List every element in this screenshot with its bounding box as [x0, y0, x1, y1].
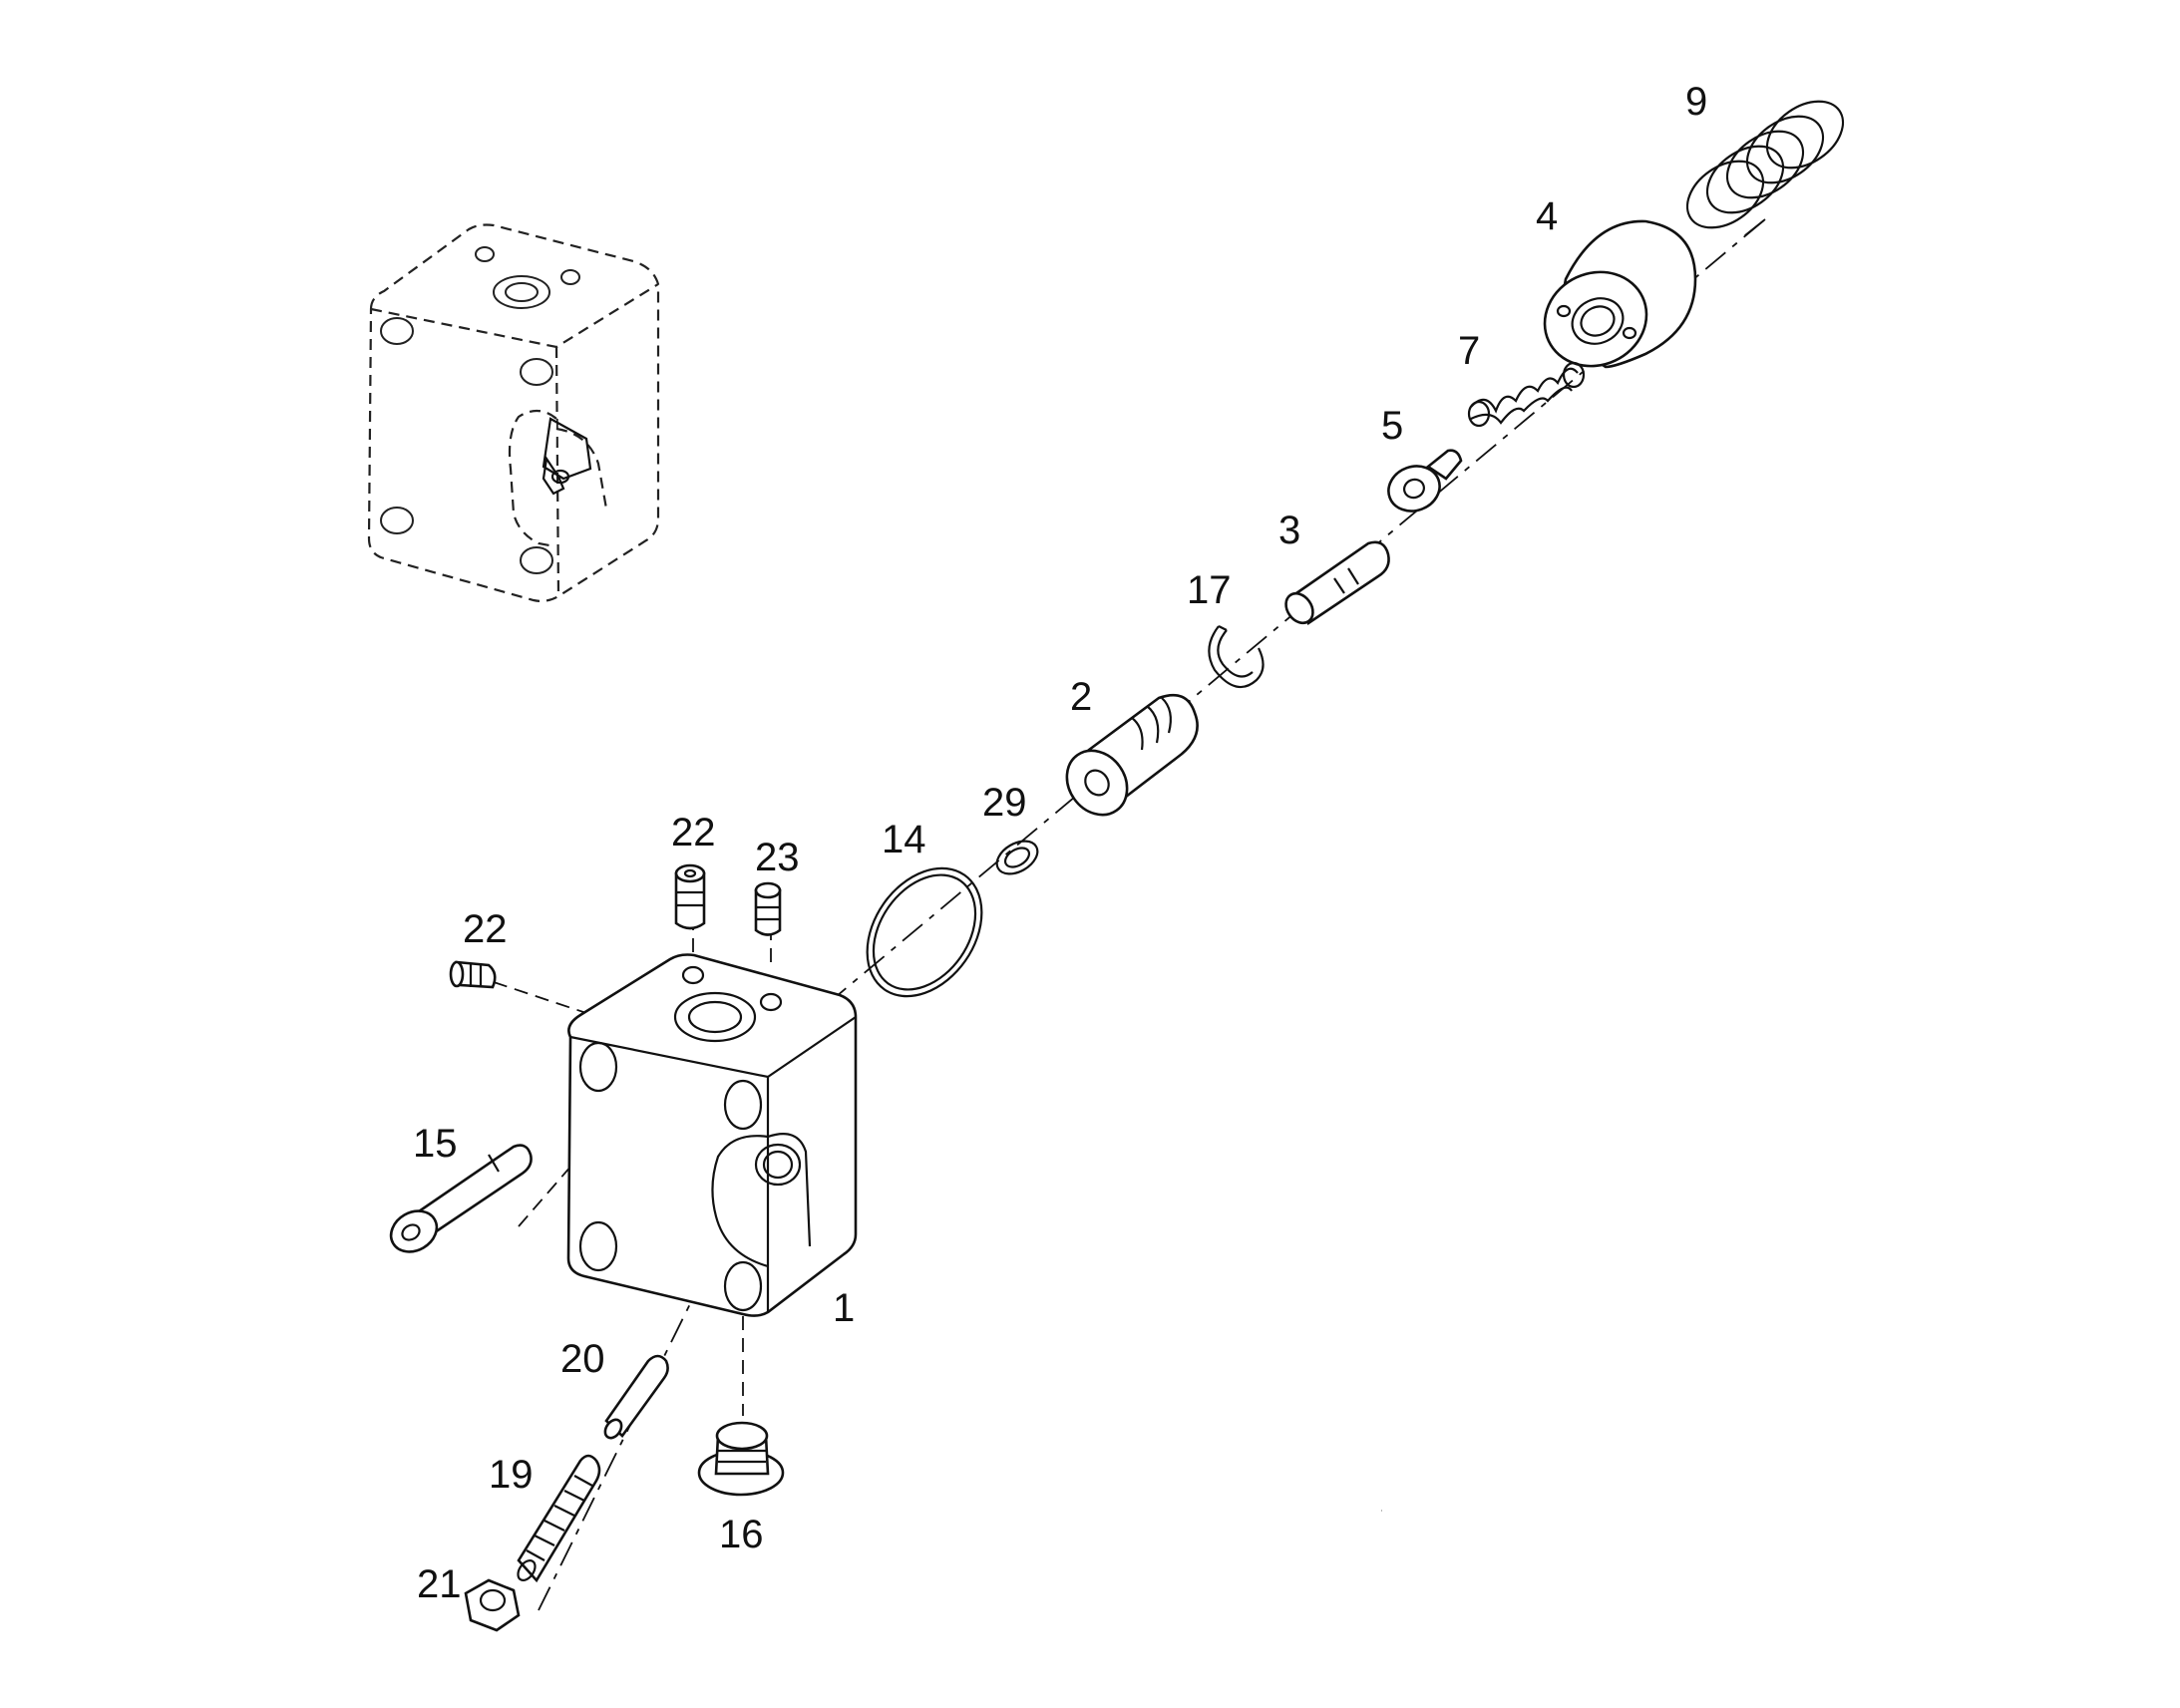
part-21-hex-nut: [464, 1578, 521, 1632]
callout-2: 2: [1070, 675, 1092, 719]
callout-5: 5: [1381, 404, 1403, 448]
part-19-set-screw: [517, 1454, 601, 1583]
part-9-large-spring: [1685, 100, 1845, 229]
callout-22-left: 22: [463, 907, 508, 951]
callout-9: 9: [1685, 80, 1707, 124]
callout-29: 29: [982, 781, 1027, 825]
part-22-plug-left: [449, 960, 497, 989]
callout-23: 23: [755, 836, 800, 879]
part-15-cap-screw: [389, 1144, 533, 1253]
part-20-dowel-pin: [603, 1354, 669, 1440]
callout-4: 4: [1536, 194, 1558, 238]
part-3-pilot-pin: [1284, 540, 1390, 625]
callout-1: 1: [833, 1286, 855, 1330]
part-5-plunger: [1387, 449, 1463, 512]
part-22-plug-top: [674, 863, 706, 930]
callout-20: 20: [560, 1337, 605, 1381]
callout-21: 21: [417, 1562, 462, 1606]
callout-7: 7: [1458, 329, 1480, 373]
callout-17: 17: [1187, 568, 1232, 612]
reference-housing-view: [367, 223, 660, 602]
callout-19: 19: [489, 1453, 534, 1497]
callout-14: 14: [882, 818, 926, 861]
part-4-spring-cap: [1543, 219, 1697, 369]
part-17-retaining-ring: [1208, 625, 1265, 689]
callout-16: 16: [719, 1513, 764, 1556]
callout-22-top: 22: [671, 811, 716, 854]
part-29-washer: [995, 840, 1039, 875]
part-1-valve-housing: [566, 953, 858, 1317]
part-2-valve-spool: [1065, 693, 1199, 817]
part-16-plug: [697, 1421, 785, 1497]
part-7-small-spring: [1467, 361, 1586, 428]
callout-3: 3: [1278, 509, 1300, 552]
callout-15: 15: [413, 1122, 458, 1166]
part-23-plug: [754, 881, 782, 936]
callout-labels: 1 2 3 4 5 7 9 14 15 16 17 19 20 21 22 22…: [413, 80, 1707, 1606]
part-14-o-ring: [866, 866, 983, 998]
